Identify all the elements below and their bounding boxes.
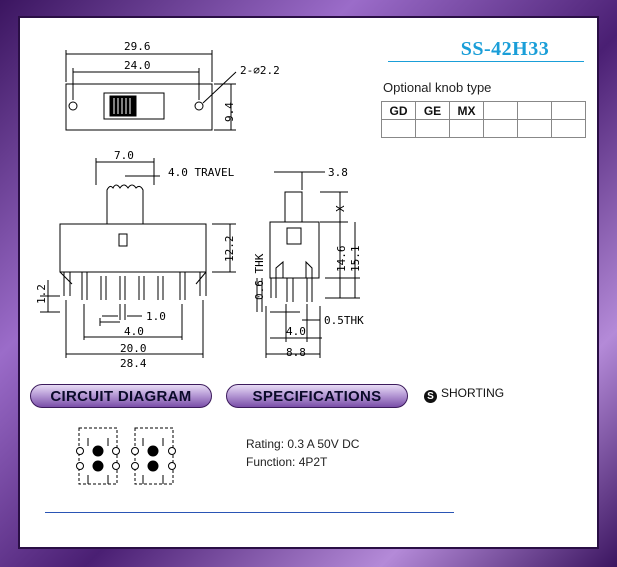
circuit-diagram-header: CIRCUIT DIAGRAM <box>30 384 212 408</box>
dim-side-h2: 15.1 <box>349 246 362 273</box>
shorting-icon: S <box>424 390 437 403</box>
mount-hole-right <box>194 101 204 111</box>
side-view <box>256 171 360 358</box>
dim-front-height: 12.2 <box>223 236 236 263</box>
dim-travel: 4.0 TRAVEL <box>168 166 235 179</box>
side-clips <box>275 260 313 278</box>
specifications-label: SPECIFICATIONS <box>252 388 382 405</box>
dim-top-pitch: 24.0 <box>124 59 151 72</box>
knob-table: GD GE MX <box>381 101 586 138</box>
dim-side-thk-left: 0.6 THK <box>253 253 266 300</box>
dim-overall: 28.4 <box>120 357 147 370</box>
model-underline <box>388 61 584 62</box>
side-body <box>269 221 320 279</box>
knob-header-row: GD GE MX <box>381 101 586 120</box>
knob-cell <box>551 119 586 138</box>
dim-top-overall: 29.6 <box>124 40 151 53</box>
knob-empty-row <box>381 119 586 138</box>
circuit-diagram <box>76 427 176 485</box>
dim-side-thk-right: 0.5THK <box>324 314 364 327</box>
dim-pin-length: 1.2 <box>35 284 48 304</box>
model-title: SS-42H33 <box>460 38 550 60</box>
top-slot <box>103 92 165 120</box>
dim-top-holes: 2-∅2.2 <box>240 64 280 77</box>
front-knob <box>106 184 144 224</box>
dim-side-h1: 14.6 <box>335 246 348 273</box>
spec-function: Function: 4P2T <box>246 455 328 469</box>
mount-hole-left <box>68 101 78 111</box>
dim-span: 20.0 <box>120 342 147 355</box>
specifications-header: SPECIFICATIONS <box>226 384 408 408</box>
footer-rule <box>45 512 454 513</box>
side-window <box>286 227 302 245</box>
side-knob <box>284 191 303 223</box>
knob-title: Optional knob type <box>383 80 492 95</box>
front-window <box>118 233 128 247</box>
shorting-indicator: S SHORTING <box>424 386 504 403</box>
dim-top-height: 9.4 <box>223 102 236 122</box>
dim-pin-width: 1.0 <box>146 310 166 323</box>
dim-pitch: 4.0 <box>124 325 144 338</box>
dim-knob-width: 7.0 <box>114 149 134 162</box>
dim-side-overall: 8.8 <box>286 346 306 359</box>
side-pins <box>270 278 313 302</box>
top-view-body <box>65 83 213 131</box>
front-body <box>59 223 207 273</box>
shorting-label: SHORTING <box>441 386 505 400</box>
front-pins <box>63 272 207 300</box>
circuit-diagram-label: CIRCUIT DIAGRAM <box>50 388 192 405</box>
top-view <box>65 50 237 131</box>
spec-rating: Rating: 0.3 A 50V DC <box>246 437 360 451</box>
dim-side-pitch: 4.0 <box>286 325 306 338</box>
dim-side-x: X <box>334 205 347 212</box>
dim-side-knob: 3.8 <box>328 166 348 179</box>
front-view <box>40 158 236 358</box>
